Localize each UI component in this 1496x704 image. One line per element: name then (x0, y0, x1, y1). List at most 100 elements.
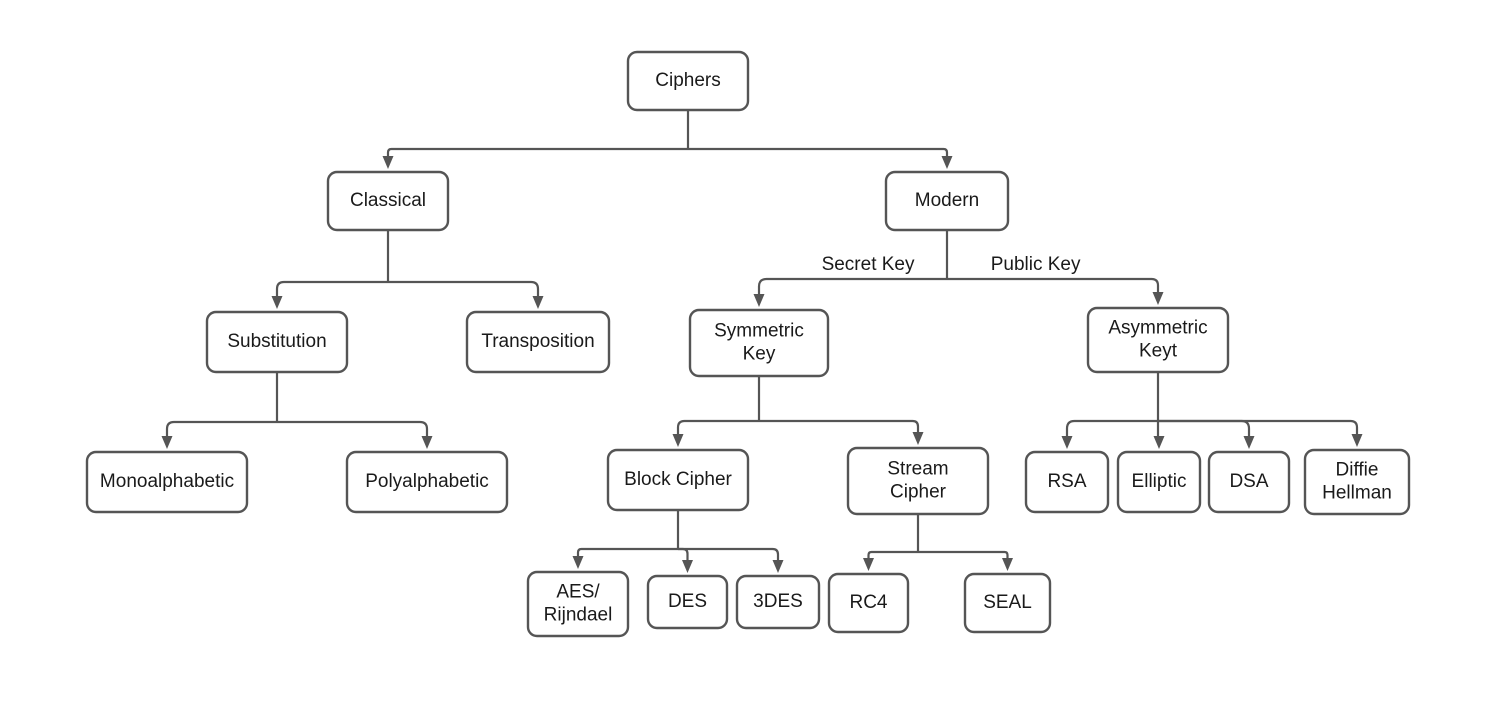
edge-line (165, 420, 277, 436)
edge-line (757, 277, 947, 294)
node-box-seal[interactable] (963, 572, 1052, 634)
node-label-rc4: RC4 (849, 592, 887, 613)
edge-arrowhead (1153, 436, 1165, 449)
edge-modern-asymmetric-key: Public Key (947, 254, 1164, 305)
node-substitution[interactable]: Substitution (205, 310, 349, 374)
node-box-symmetric-key[interactable] (688, 308, 830, 378)
node-box-stream-cipher[interactable] (846, 446, 990, 516)
node-transposition[interactable]: Transposition (465, 310, 611, 374)
node-ciphers[interactable]: Ciphers (626, 50, 750, 112)
edge-line (1065, 419, 1158, 436)
node-label-transposition: Transposition (481, 331, 594, 352)
edge-asymmetric-key-diffie (1158, 419, 1363, 447)
node-monoalphabetic[interactable]: Monoalphabetic (85, 450, 249, 514)
node-label-dsa: DSA (1229, 471, 1268, 492)
edge-arrowhead (1061, 436, 1073, 449)
node-label-modern: Modern (915, 190, 979, 211)
edge-classical-substitution (271, 280, 388, 309)
edge-stream-cipher-seal (918, 550, 1013, 571)
node-label-symmetric-key: Symmetric (714, 321, 804, 342)
node-label-stream-cipher: Cipher (890, 482, 947, 503)
node-box-classical[interactable] (326, 170, 450, 232)
node-box-block-cipher[interactable] (606, 448, 750, 512)
edge-symmetric-key-stream-cipher (759, 419, 924, 445)
node-box-asymmetric-key[interactable] (1086, 306, 1230, 374)
edge-line (678, 547, 689, 560)
node-label-aes-rijndael: AES/ (556, 582, 600, 603)
node-box-3des[interactable] (735, 574, 821, 630)
edge-substitution-polyalphabetic (277, 420, 433, 449)
edge-block-cipher-aes (572, 547, 678, 569)
node-box-rc4[interactable] (827, 572, 910, 634)
node-box-transposition[interactable] (465, 310, 611, 374)
node-box-modern[interactable] (884, 170, 1010, 232)
node-box-dsa[interactable] (1207, 450, 1291, 514)
edge-arrowhead (382, 156, 394, 169)
node-label-seal: SEAL (983, 592, 1032, 613)
edge-arrowhead (1002, 558, 1013, 571)
edge-line (759, 419, 920, 432)
edge-arrowhead (941, 156, 953, 169)
node-label-elliptic: Elliptic (1132, 471, 1187, 492)
node-label-aes-rijndael: Rijndael (544, 605, 613, 626)
node-box-rsa[interactable] (1024, 450, 1110, 514)
node-label-symmetric-key: Key (743, 344, 776, 365)
node-classical[interactable]: Classical (326, 170, 450, 232)
node-box-elliptic[interactable] (1116, 450, 1202, 514)
edge-line (576, 547, 678, 556)
node-rsa[interactable]: RSA (1024, 450, 1110, 514)
node-box-polyalphabetic[interactable] (345, 450, 509, 514)
node-aes-rijndael[interactable]: AES/Rijndael (526, 570, 630, 638)
edge-arrowhead (912, 432, 924, 445)
node-label-diffie-hellman: Hellman (1322, 483, 1392, 504)
node-polyalphabetic[interactable]: Polyalphabetic (345, 450, 509, 514)
node-dsa[interactable]: DSA (1207, 450, 1291, 514)
node-3des[interactable]: 3DES (735, 574, 821, 630)
edge-stream-cipher-rc4 (863, 550, 918, 571)
node-label-classical: Classical (350, 190, 426, 211)
node-label-asymmetric-key: Keyt (1139, 341, 1178, 362)
node-elliptic[interactable]: Elliptic (1116, 450, 1202, 514)
node-seal[interactable]: SEAL (963, 572, 1052, 634)
node-label-substitution: Substitution (227, 331, 326, 352)
edge-arrowhead (271, 296, 283, 309)
node-rc4[interactable]: RC4 (827, 572, 910, 634)
edge-arrowhead (1152, 292, 1164, 305)
node-label-3des: 3DES (753, 591, 803, 612)
node-box-aes-rijndael[interactable] (526, 570, 630, 638)
edge-arrowhead (672, 434, 684, 447)
node-box-substitution[interactable] (205, 310, 349, 374)
edge-substitution-monoalphabetic (161, 420, 277, 449)
node-box-des[interactable] (646, 574, 729, 630)
node-modern[interactable]: Modern (884, 170, 1010, 232)
edge-block-cipher-des (678, 547, 693, 573)
node-label-block-cipher: Block Cipher (624, 469, 732, 490)
edge-arrowhead (1243, 436, 1255, 449)
edge-line (277, 420, 429, 436)
node-label-ciphers: Ciphers (655, 70, 720, 91)
node-box-diffie-hellman[interactable] (1303, 448, 1411, 516)
edge-asymmetric-key-elliptic (1153, 421, 1165, 449)
edge-label-modern-asymmetric-key: Public Key (991, 254, 1081, 275)
node-box-ciphers[interactable] (626, 50, 750, 112)
node-des[interactable]: DES (646, 574, 729, 630)
edge-ciphers-classical (382, 147, 688, 169)
node-box-monoalphabetic[interactable] (85, 450, 249, 514)
edge-line (275, 280, 388, 296)
node-label-rsa: RSA (1047, 471, 1086, 492)
edge-arrowhead (161, 436, 173, 449)
edge-line (918, 550, 1009, 558)
edge-line (678, 547, 780, 560)
node-label-polyalphabetic: Polyalphabetic (365, 471, 489, 492)
edge-line (688, 147, 949, 156)
edge-arrowhead (863, 558, 874, 571)
node-block-cipher[interactable]: Block Cipher (606, 448, 750, 512)
